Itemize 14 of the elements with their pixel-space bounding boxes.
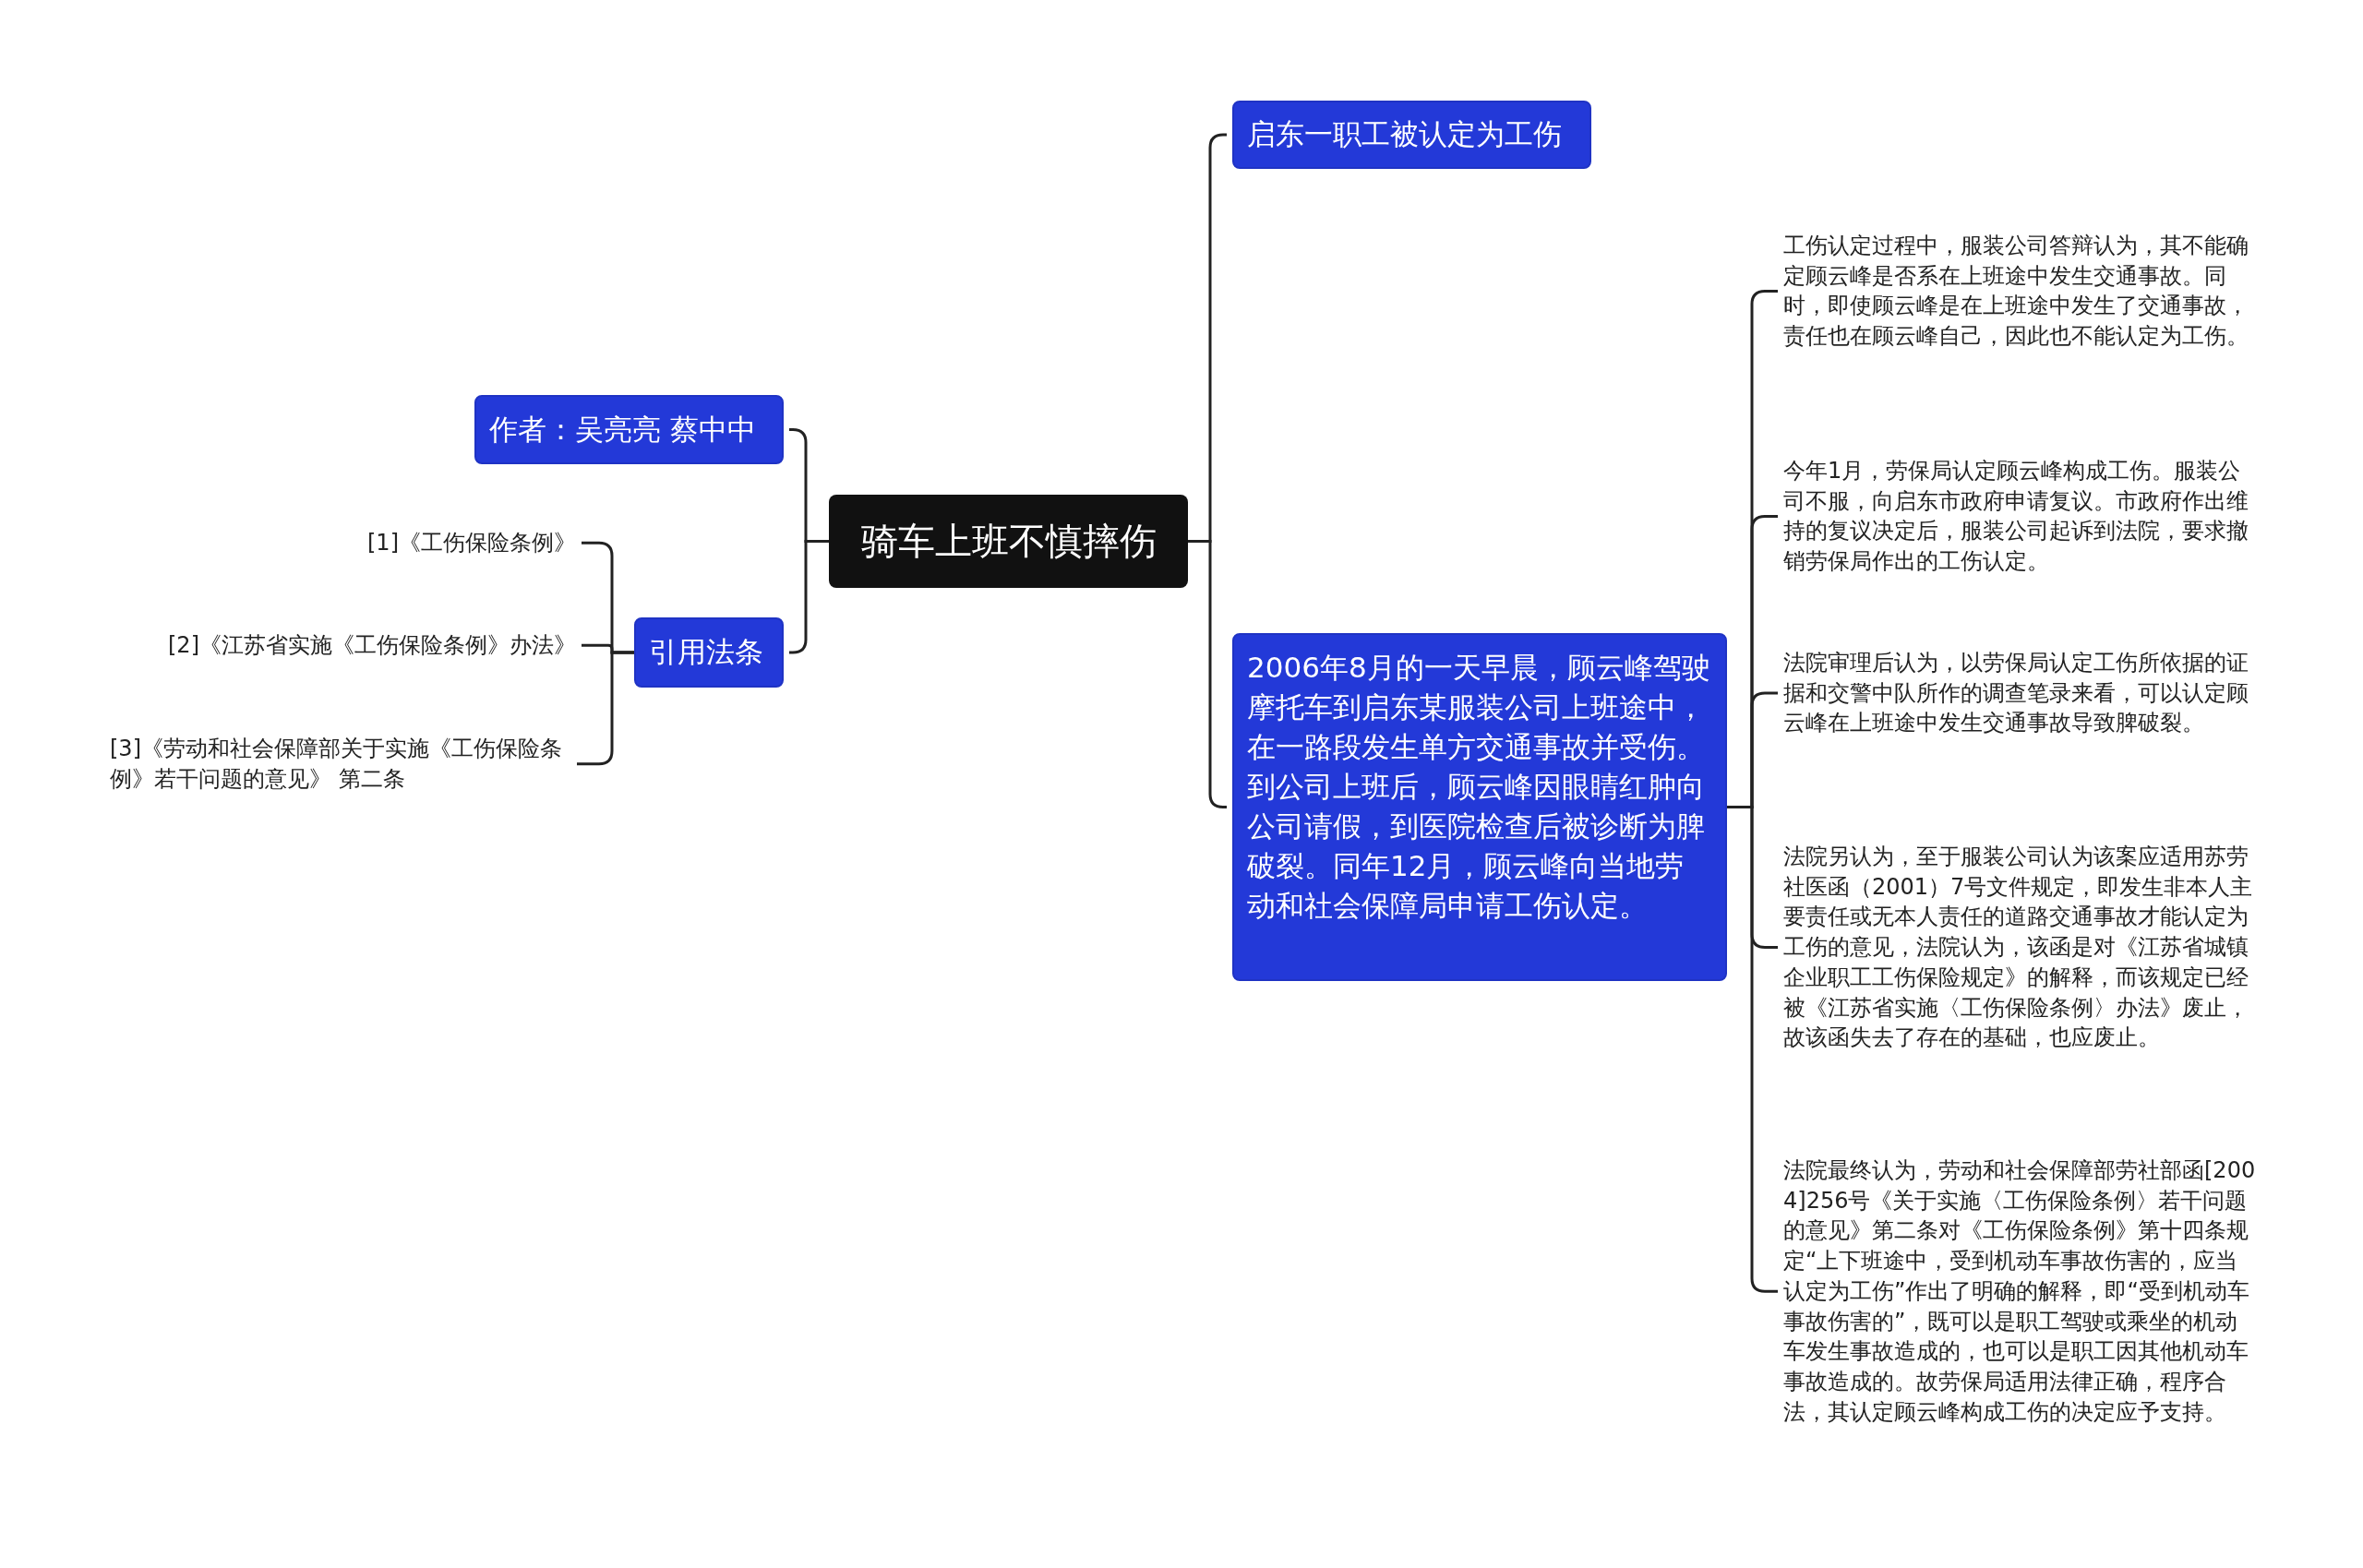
topic-box: 作者：吴亮亮 蔡中中 [474,395,784,464]
topic-box: 启东一职工被认定为工伤 [1232,101,1591,169]
reference-text: [2]《江苏省实施《工伤保险条例》办法》 [168,630,576,661]
paragraph-text: 法院最终认为，劳动和社会保障部劳社部函[2004]256号《关于实施〈工伤保险条例〉若干问题的意见》第二条对《工伤保险条例》第十四条规定“上下班途中，受到机动车事故伤害的，应当认定为工伤”作出了明确的解释，即“受到机动车事故伤害的”，既可以是职工驾驶或乘坐的机动车发生事故造成的，也可以是职工因其他机动车事故造成的。故劳保局适用法律正确，程序合法，其认定顾云峰构成工伤的决定应予支持。 [1783,1155,2259,1428]
paragraph-text: 法院另认为，至于服装公司认为该案应适用苏劳社医函（2001）7号文件规定，即发生非本人主要责任或无本人责任的道路交通事故才能认定为工伤的意见，法院认为，该函是对《江苏省城镇企业职工工伤保险规定》的解释，而该规定已经被《江苏省实施〈工伤保险条例〉办法》废止，故该函失去了存在的基础，也应废止。 [1783,842,2259,1053]
summary-box: 2006年8月的一天早晨，顾云峰驾驶摩托车到启东某服装公司上班途中，在一路段发生单方交通事故并受伤。到公司上班后，顾云峰因眼睛红肿向公司请假，到医院检查后被诊断为脾破裂。同年12月，顾云峰向当地劳动和社会保障局申请工伤认定。 [1232,633,1727,981]
connector-line [577,651,634,766]
paragraph-text: 今年1月，劳保局认定顾云峰构成工伤。服装公司不服，向启东市政府申请复议。市政府作出维持的复议决定后，服装公司起诉到法院，要求撤销劳保局作出的工伤认定。 [1783,456,2259,577]
topic-box: 引用法条 [634,617,784,688]
reference-text: [3]《劳动和社会保障部关于实施《工伤保险条例》若干问题的意见》 第二条 [110,734,571,795]
central-topic: 骑车上班不慎摔伤 [829,495,1188,588]
paragraph-text: 工伤认定过程中，服装公司答辩认为，其不能确定顾云峰是否系在上班途中发生交通事故。同时，即使顾云峰是在上班途中发生了交通事故，责任也在顾云峰自己，因此也不能认定为工伤。 [1783,231,2259,352]
reference-text: [1]《工伤保险条例》 [367,528,576,558]
paragraph-text: 法院审理后认为，以劳保局认定工伤所依据的证据和交警中队所作的调查笔录来看，可以认定顾云峰在上班途中发生交通事故导致脾破裂。 [1783,648,2259,739]
